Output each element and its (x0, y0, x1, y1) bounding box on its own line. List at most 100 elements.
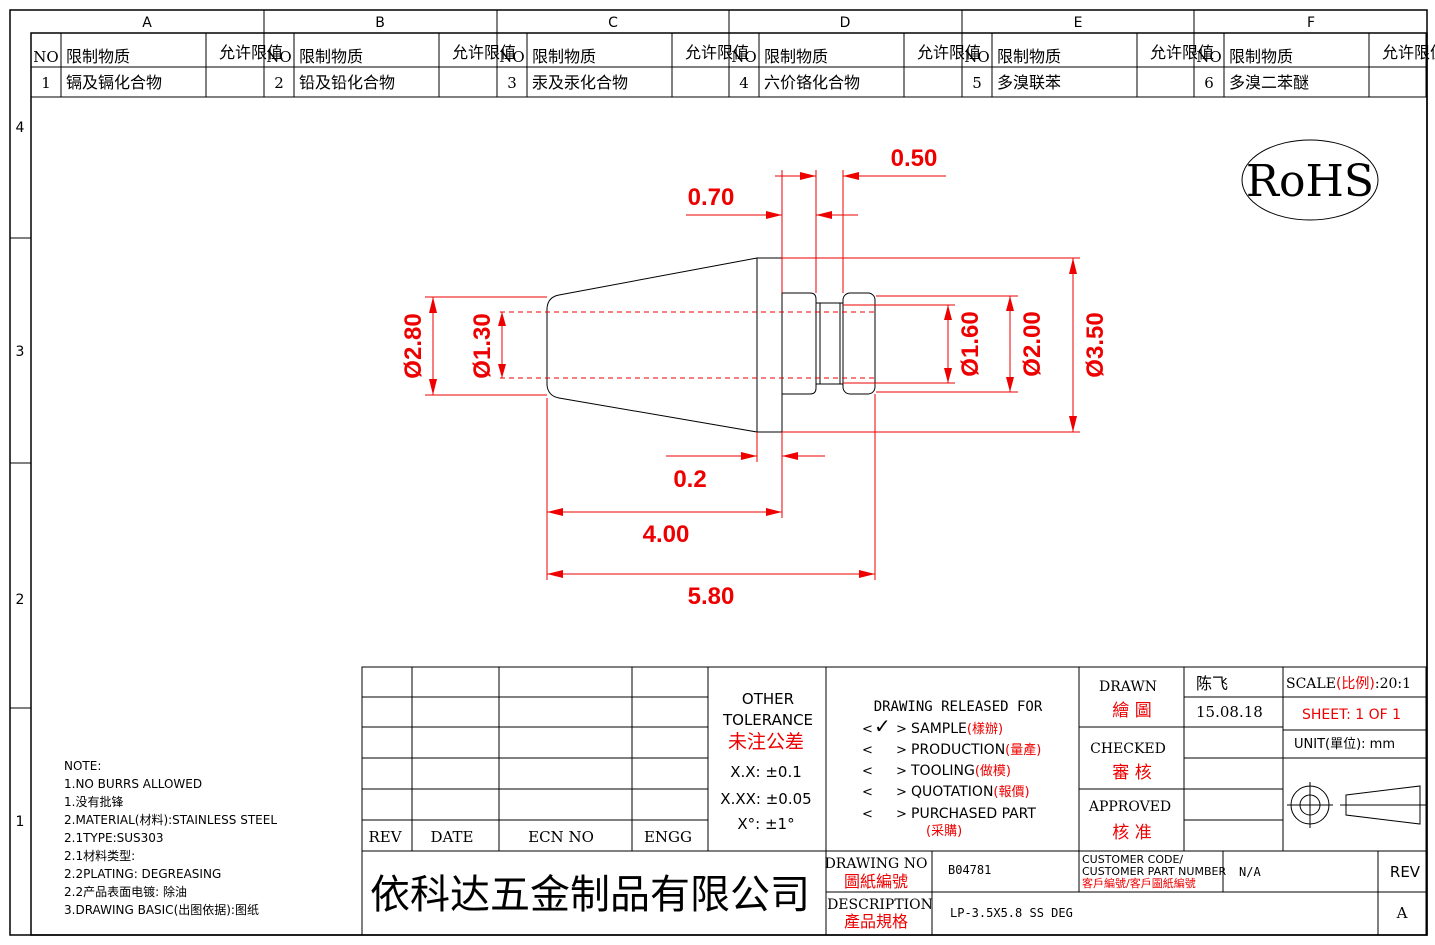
note-line: 2.1材料类型: (64, 849, 135, 863)
release-option: QUOTATION(報價) (911, 784, 1030, 800)
note-line: 2.2PLATING: DEGREASING (64, 867, 221, 881)
drawing-no-label: DRAWING NO (825, 856, 928, 872)
dim-l4-00: 4.00 (643, 521, 690, 548)
dim-l0-50: 0.50 (891, 145, 938, 172)
rohs-header-limit: 允许限值 (685, 43, 749, 62)
rohs-item-no: 6 (1204, 74, 1214, 92)
note-line: 1.没有批锋 (64, 794, 123, 809)
customer-label: CUSTOMER PART NUMBER (1082, 865, 1226, 878)
release-title: DRAWING RELEASED FOR (874, 699, 1043, 715)
rohs-header-no: NO (731, 48, 756, 66)
release-bracket-open: < (862, 807, 873, 822)
release-check-mark: ✓ (874, 714, 891, 738)
rohs-header-substance: 限制物质 (299, 47, 363, 66)
dimension-arrows (429, 172, 1077, 578)
sheet-number: SHEET: 1 OF 1 (1302, 707, 1401, 723)
rohs-header-no: NO (266, 48, 291, 66)
rohs-mark: RoHS (1241, 139, 1379, 221)
tolerance-angle: X°: ±1° (737, 815, 794, 833)
rohs-header-substance: 限制物质 (532, 47, 596, 66)
col-label-a: A (142, 15, 152, 31)
description-value: LP-3.5X5.8 SS DEG (950, 906, 1073, 920)
notes-title: NOTE: (64, 759, 101, 773)
description-label-cn: 產品規格 (844, 912, 908, 931)
scale-label: SCALE(比例):20:1 (1286, 676, 1411, 692)
identification-block: DRAWING NO 圖紙編號 B04781 CUSTOMER CODE/ CU… (825, 853, 1421, 931)
rohs-header-no: NO (33, 48, 58, 66)
release-bracket-close: > (896, 785, 907, 800)
drawn-date: 15.08.18 (1196, 703, 1263, 721)
drawn-label-cn: 繪 圖 (1112, 701, 1151, 721)
projection-symbol-icon (1287, 782, 1426, 828)
drawing-no-label-cn: 圖紙編號 (844, 872, 908, 891)
release-bracket-open: < (862, 743, 873, 758)
rohs-header-substance: 限制物质 (764, 47, 828, 66)
rohs-header-limit: 允许限值 (219, 43, 283, 62)
tolerance-title: TOLERANCE (722, 711, 813, 729)
tolerance-title-cn: 未注公差 (728, 731, 804, 753)
tolerance-x2: X.XX: ±0.05 (720, 790, 811, 808)
rohs-item-substance: 六价铬化合物 (764, 73, 860, 92)
customer-label: CUSTOMER CODE/ (1082, 853, 1183, 866)
col-label-e: E (1074, 15, 1083, 31)
release-bracket-close: > (896, 743, 907, 758)
release-bracket-close: > (896, 807, 907, 822)
description-label: DESCRIPTION (827, 897, 933, 913)
title-block-grid (361, 666, 1427, 936)
rohs-header-no: NO (499, 48, 524, 66)
column-header: A B C D E F (142, 10, 1315, 33)
col-label-d: D (840, 15, 851, 31)
rohs-item-no: 5 (972, 74, 982, 92)
checked-label-cn: 審 核 (1112, 763, 1151, 783)
signoff-block: DRAWN 繪 圖 陈飞 15.08.18 CHECKED 審 核 APPROV… (1088, 674, 1263, 843)
scale-block: SCALE(比例):20:1 SHEET: 1 OF 1 UNIT(單位): m… (1286, 676, 1411, 752)
outer-border (9, 9, 1428, 936)
rohs-header-no: NO (1196, 48, 1221, 66)
drawing-no-value: B04781 (948, 863, 991, 877)
row-label-3: 3 (16, 344, 25, 360)
dim-l0-2: 0.2 (673, 466, 706, 493)
release-bracket-close: > (896, 764, 907, 779)
release-option: TOOLING(做模) (910, 763, 1011, 779)
note-line: 3.DRAWING BASIC(出图依据):图纸 (64, 902, 259, 917)
dim-d1-60: Ø1.60 (957, 311, 984, 376)
customer-value: N/A (1239, 865, 1261, 879)
ecn-col-header: ECN NO (528, 828, 594, 846)
rohs-header-substance: 限制物质 (1229, 47, 1293, 66)
release-bracket-open: < (862, 764, 873, 779)
company-name: 依科达五金制品有限公司 (370, 872, 810, 918)
tolerance-x1: X.X: ±0.1 (730, 763, 802, 781)
approved-label-cn: 核 准 (1112, 823, 1151, 843)
dim-d3-50: Ø3.50 (1082, 312, 1109, 377)
row-label-4: 4 (16, 120, 25, 136)
approved-label: APPROVED (1088, 799, 1171, 815)
release-block: DRAWING RELEASED FOR ✓ <>SAMPLE(樣辦)<>PRO… (862, 699, 1043, 839)
rohs-item-no: 1 (41, 74, 51, 92)
row-label-2: 2 (16, 592, 25, 608)
release-option: SAMPLE(樣辦) (911, 721, 1003, 737)
engg-col-header: ENGG (644, 828, 692, 846)
hidden-bore (500, 311, 875, 379)
col-label-f: F (1307, 15, 1315, 31)
note-line: 2.1TYPE:SUS303 (64, 831, 164, 845)
row-header: 4 3 2 1 (10, 120, 31, 830)
rohs-item-no: 3 (507, 74, 517, 92)
drawn-label: DRAWN (1099, 679, 1157, 695)
rev-col-header: REV (368, 828, 402, 846)
rev-label: REV (1390, 863, 1421, 881)
rohs-item-substance: 镉及镉化合物 (66, 73, 162, 92)
tolerance-title: OTHER (742, 690, 794, 708)
rohs-item-substance: 多溴二苯醚 (1229, 73, 1309, 92)
tolerance-block: OTHER TOLERANCE 未注公差 X.X: ±0.1 X.XX: ±0.… (720, 690, 813, 833)
part-outline (546, 257, 876, 433)
rohs-header-substance: 限制物质 (997, 47, 1061, 66)
note-line: 2.2产品表面电镀: 除油 (64, 884, 187, 899)
rohs-header-limit: 允许限值 (917, 43, 981, 62)
release-option: PURCHASED PART(采購) (911, 806, 1036, 839)
release-bracket-close: > (896, 722, 907, 737)
note-line: 1.NO BURRS ALLOWED (64, 777, 202, 791)
release-bracket-open: < (862, 785, 873, 800)
rohs-item-substance: 汞及汞化合物 (532, 73, 628, 92)
